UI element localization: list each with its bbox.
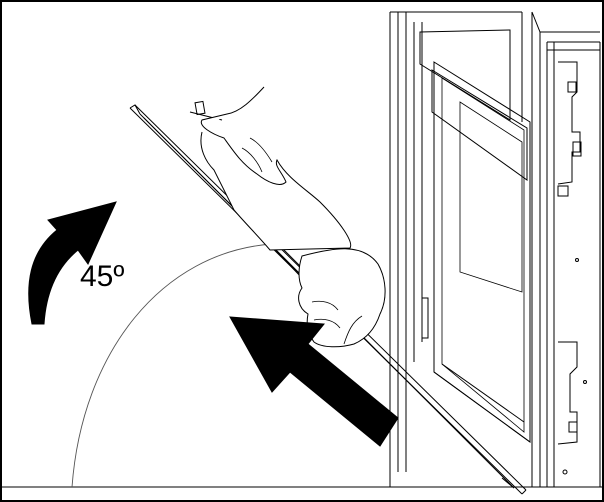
angle-label: 45º	[80, 260, 125, 293]
straight-arrow-icon	[229, 316, 399, 447]
lower-glove	[298, 248, 386, 348]
upper-glove	[200, 86, 352, 251]
angle-arc	[71, 243, 273, 488]
oven-body	[389, 11, 601, 487]
curved-arrow-icon	[28, 201, 117, 325]
